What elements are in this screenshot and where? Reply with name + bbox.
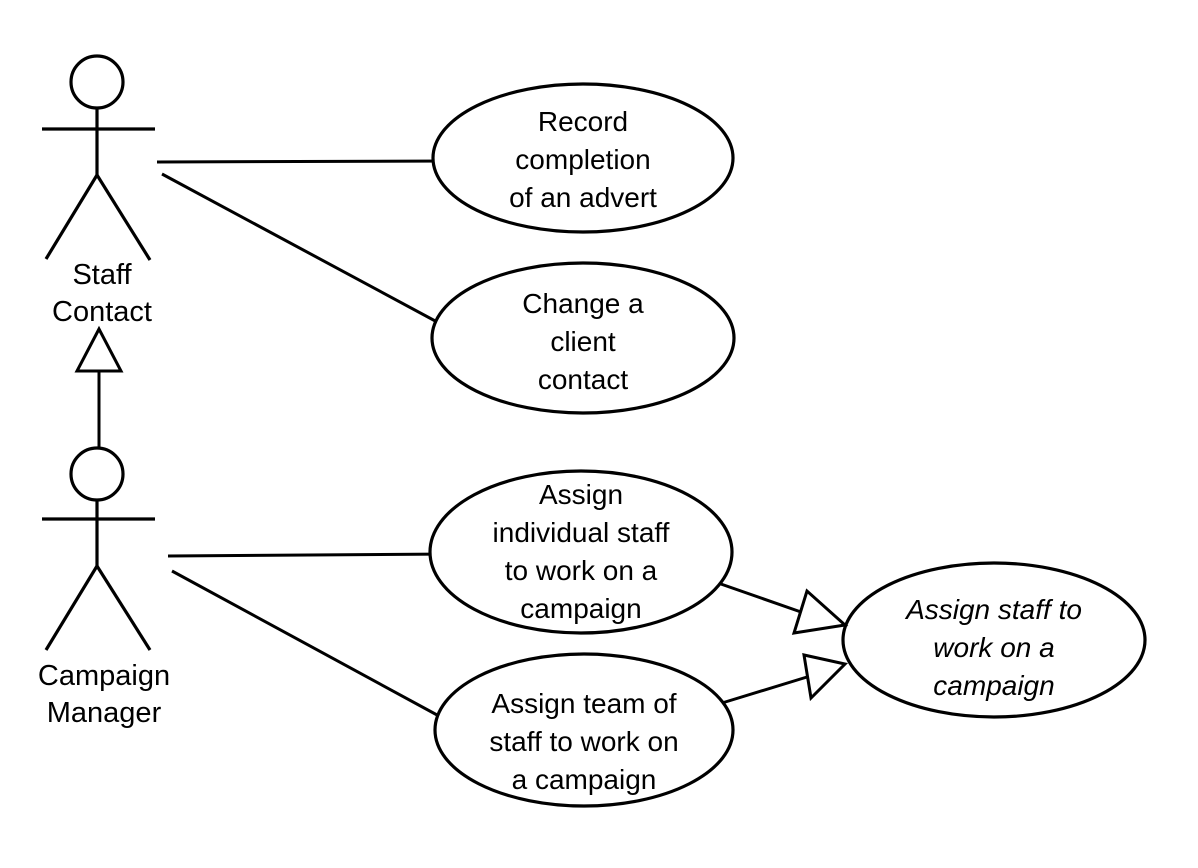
use-case-label-line: of an advert — [509, 182, 657, 213]
use-case-label-change-client-contact: Change a client contact — [423, 285, 743, 399]
actor-label-line: Manager — [46, 697, 162, 729]
use-case-label-line: Assign team of — [491, 688, 677, 719]
generalization-arrowhead-team-icon — [802, 653, 848, 702]
association-manager-individual — [167, 552, 453, 558]
use-case-label-line: completion — [515, 144, 651, 175]
use-case-label-assign-team-staff: Assign team of staff to work on a campai… — [424, 685, 744, 799]
actor-head — [69, 446, 125, 502]
use-case-label-line: staff to work on — [489, 726, 679, 757]
actor-head — [69, 54, 125, 110]
ellipse-change-client-contact — [430, 261, 736, 415]
use-case-label-assign-individual-staff: Assign individual staff to work on a cam… — [421, 476, 741, 628]
use-case-label-line: contact — [537, 364, 629, 395]
association-staff-record — [156, 159, 453, 164]
actor-right-leg — [95, 565, 152, 651]
actor-campaign-manager-figure — [42, 446, 155, 651]
generalization-line-team — [721, 675, 808, 705]
use-case-label-line: Assign staff to — [906, 594, 1082, 625]
use-case-label-line: client — [550, 326, 616, 357]
use-case-generalization-arrowheads — [791, 588, 849, 702]
use-case-label-line: work on a — [933, 632, 1055, 663]
actor-label-staff-contact: Staff Contact — [2, 257, 202, 331]
use-case-label-line: individual staff — [492, 517, 670, 548]
actor-label-campaign-manager: Campaign Manager — [4, 658, 204, 732]
association-lines — [156, 159, 808, 724]
actor-right-leg — [95, 174, 152, 261]
generalization-arrowhead-individual-icon — [791, 588, 849, 635]
use-case-label-assign-staff-abstract: Assign staff to work on a campaign — [834, 591, 1154, 705]
association-staff-change — [161, 172, 453, 332]
use-case-label-line: a campaign — [511, 764, 657, 795]
actor-label-line: Staff — [72, 259, 132, 291]
ellipse-assign-staff-abstract — [841, 561, 1147, 719]
use-case-label-line: campaign — [933, 670, 1055, 701]
ellipse-assign-team-staff — [433, 652, 735, 808]
use-case-label-record-completion: Record completion of an advert — [423, 103, 743, 217]
generalization-line-individual — [717, 581, 802, 614]
use-case-ellipses — [428, 82, 1147, 808]
use-case-label-line: Change a — [522, 288, 644, 319]
use-case-label-line: campaign — [520, 593, 642, 624]
use-case-label-line: Record — [537, 106, 629, 137]
ellipse-record-completion — [431, 82, 735, 234]
use-case-label-line: Assign — [538, 479, 624, 510]
use-case-label-line: to work on a — [504, 555, 658, 586]
ellipse-assign-individual-staff — [428, 469, 734, 635]
generalization-arrowhead-icon — [74, 325, 124, 373]
actor-label-line: Contact — [52, 296, 152, 328]
actor-left-leg — [44, 565, 99, 651]
actor-staff-contact-figure — [42, 54, 155, 261]
actor-generalization-arrow — [74, 325, 124, 447]
actor-label-line: Campaign — [37, 660, 171, 692]
association-manager-team — [171, 569, 451, 724]
actor-left-leg — [44, 174, 99, 260]
